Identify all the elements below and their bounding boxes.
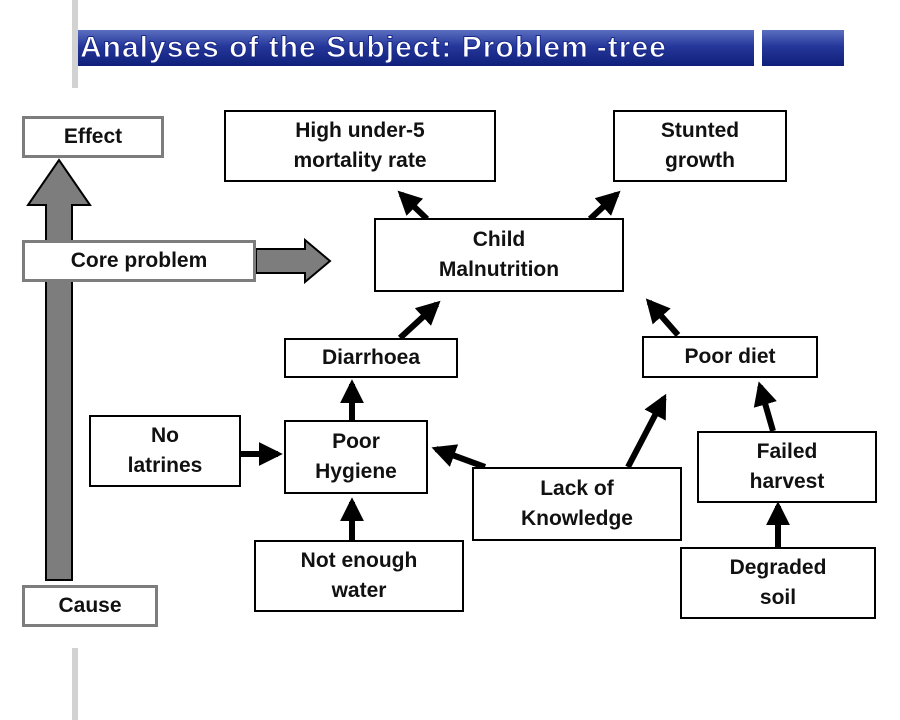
node-lack-of-knowledge: Lack of Knowledge bbox=[472, 467, 682, 541]
legend-effect: Effect bbox=[22, 116, 164, 158]
legend-vertical-arrow bbox=[26, 158, 92, 581]
node-child-malnutrition: Child Malnutrition bbox=[374, 218, 624, 292]
arrow-diarrhoea-to-malnutrition bbox=[397, 300, 441, 341]
node-not-enough-water: Not enough water bbox=[254, 540, 464, 612]
node-failed-harvest: Failed harvest bbox=[697, 431, 877, 503]
arrow-harvest-to-poordiet bbox=[753, 381, 777, 432]
legend-cause: Cause bbox=[22, 585, 158, 627]
arrow-malnutrition-to-stunted bbox=[587, 190, 621, 222]
title-main: Analyses of the Subject: Problem bbox=[80, 31, 589, 65]
arrow-knowledge-to-poordiet bbox=[625, 393, 667, 469]
title-bar bbox=[78, 30, 844, 66]
title-separator: - bbox=[596, 31, 608, 65]
node-poor-hygiene: Poor Hygiene bbox=[284, 420, 428, 494]
title-tail: tree bbox=[607, 31, 667, 65]
legend-horizontal-arrow bbox=[255, 237, 332, 285]
arrow-knowledge-to-hygiene bbox=[431, 444, 487, 470]
arrow-poordiet-to-malnutrition bbox=[645, 298, 681, 337]
node-high-mortality: High under-5 mortality rate bbox=[224, 110, 496, 182]
node-diarrhoea: Diarrhoea bbox=[284, 338, 458, 378]
node-poor-diet: Poor diet bbox=[642, 336, 818, 378]
node-degraded-soil: Degraded soil bbox=[680, 547, 876, 619]
node-no-latrines: No latrines bbox=[89, 415, 241, 487]
margin-bar-top bbox=[72, 0, 78, 88]
legend-core-problem: Core problem bbox=[22, 240, 256, 282]
node-stunted-growth: Stunted growth bbox=[613, 110, 787, 182]
margin-bar-bottom bbox=[72, 648, 78, 720]
page-title: Analyses of the Subject: Problem-tree bbox=[80, 28, 667, 68]
title-gap bbox=[754, 30, 762, 66]
arrow-malnutrition-to-mortality bbox=[397, 190, 430, 222]
